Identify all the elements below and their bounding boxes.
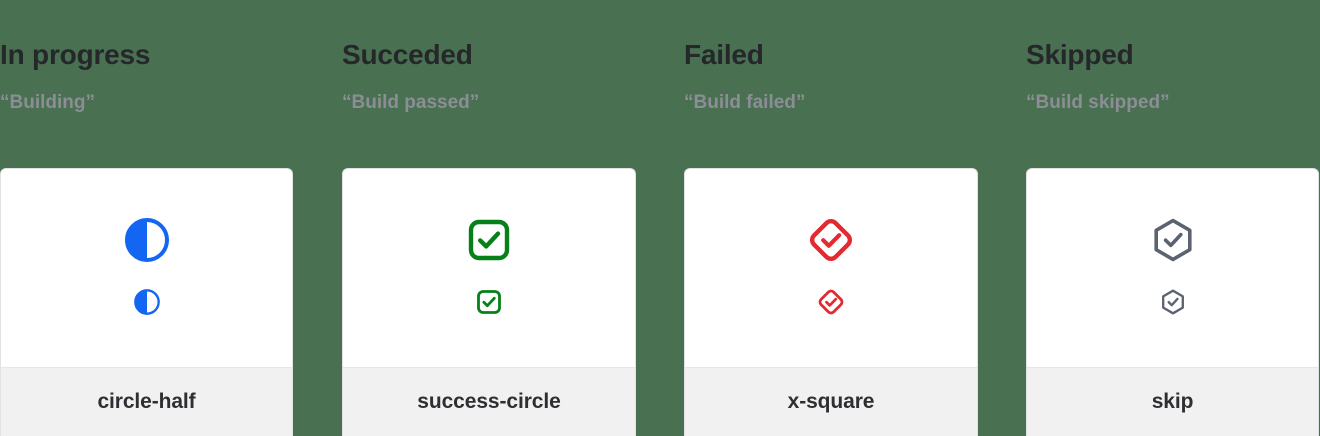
column-title: Succeded <box>342 39 473 70</box>
skip-icon <box>1149 216 1197 264</box>
circle-half-icon-small <box>133 288 161 316</box>
card-footer: x-square <box>685 367 977 436</box>
x-square-icon-small <box>817 288 845 316</box>
column-failed: Failed “Build failed” <box>684 0 978 436</box>
column-title: Failed <box>684 39 764 70</box>
circle-half-icon <box>123 216 171 264</box>
icon-name-label: success-circle <box>417 390 561 413</box>
icon-card-circle-half[interactable]: circle-half <box>0 168 293 436</box>
card-footer: circle-half <box>1 367 292 436</box>
icon-name-label: skip <box>1151 390 1194 413</box>
column-subtitle: “Build skipped” <box>1026 92 1170 113</box>
column-skipped: Skipped “Build skipped” <box>1026 0 1319 436</box>
x-square-icon <box>807 216 855 264</box>
icon-card-skip[interactable]: skip <box>1026 168 1319 436</box>
icon-card-success-circle[interactable]: success-circle <box>342 168 636 436</box>
success-circle-icon-small <box>475 288 503 316</box>
card-icon-preview <box>1 169 292 367</box>
column-subtitle: “Build failed” <box>684 92 806 113</box>
icon-card-x-square[interactable]: x-square <box>684 168 978 436</box>
icon-name-label: circle-half <box>97 390 196 413</box>
column-subtitle: “Building” <box>0 92 95 113</box>
card-icon-preview <box>1027 169 1318 367</box>
skip-icon-small <box>1159 288 1187 316</box>
card-icon-preview <box>343 169 635 367</box>
column-in-progress: In progress “Building” <box>0 0 293 436</box>
column-title: In progress <box>0 39 151 70</box>
success-circle-icon <box>465 216 513 264</box>
card-footer: skip <box>1027 367 1318 436</box>
column-succeded: Succeded “Build passed” <box>342 0 636 436</box>
column-subtitle: “Build passed” <box>342 92 480 113</box>
icon-name-label: x-square <box>787 390 875 413</box>
card-icon-preview <box>685 169 977 367</box>
card-footer: success-circle <box>343 367 635 436</box>
column-title: Skipped <box>1026 39 1134 70</box>
